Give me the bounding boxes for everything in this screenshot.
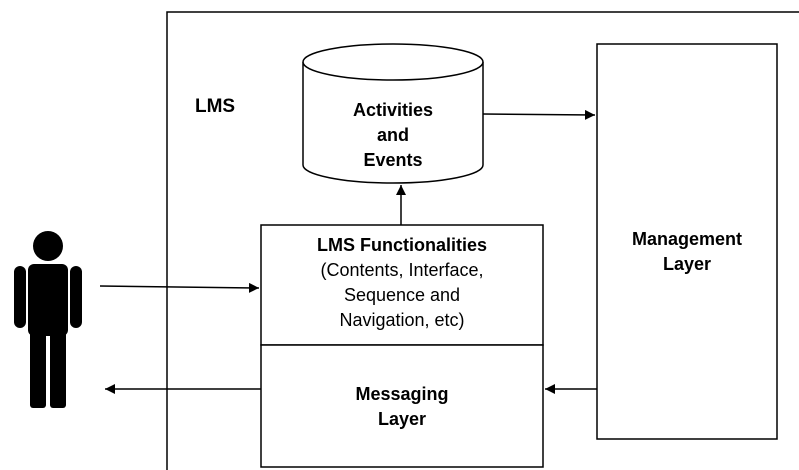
lms-functionalities-box: [260, 224, 544, 346]
functionalities-label: LMS Functionalities (Contents, Interface…: [263, 233, 541, 333]
arrow-user-to-functionalities: [99, 282, 260, 293]
database-label-line-2: and: [376, 125, 409, 145]
management-label-line-2: Layer: [662, 254, 712, 274]
functionalities-line-2: Sequence and: [343, 285, 461, 305]
management-label-line-1: Management: [631, 229, 743, 249]
database-label-line-3: Events: [363, 150, 423, 170]
lms-label: LMS: [195, 96, 236, 117]
management-label: Management Layer: [599, 227, 775, 277]
database-cylinder: [302, 43, 484, 184]
database-label-line-1: Activities: [352, 100, 434, 120]
functionalities-title: LMS Functionalities: [316, 235, 487, 255]
functionalities-line-3: Navigation, etc): [339, 310, 465, 330]
functionalities-line-1: (Contents, Interface,: [320, 260, 484, 280]
database-label: Activities and Events: [318, 98, 468, 173]
messaging-layer-box: [260, 344, 544, 468]
messaging-label-line-1: Messaging: [355, 384, 449, 404]
arrow-database-to-management: [482, 109, 596, 120]
messaging-label-line-2: Layer: [377, 409, 427, 429]
management-layer-box: [596, 43, 778, 440]
person-icon: [14, 231, 82, 408]
messaging-label: Messaging Layer: [263, 382, 541, 432]
lms-boundary: [166, 11, 799, 470]
